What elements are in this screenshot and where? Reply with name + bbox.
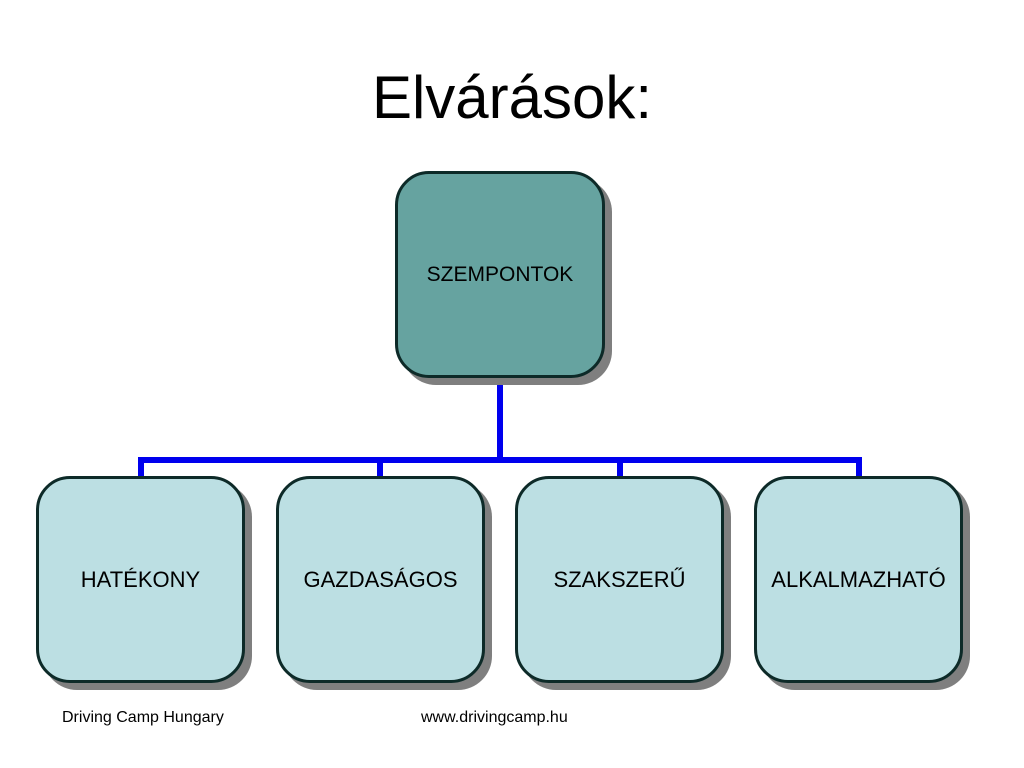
node-label: ALKALMAZHATÓ: [771, 566, 946, 592]
node-gazdasagos: GAZDASÁGOS: [276, 476, 485, 683]
node-label: HATÉKONY: [80, 566, 201, 592]
node-szakszeru: SZAKSZERŰ: [515, 476, 724, 683]
footer-website: www.drivingcamp.hu: [421, 709, 568, 726]
node-label: SZEMPONTOK: [426, 262, 574, 286]
node-alkalmazhato: ALKALMAZHATÓ: [754, 476, 963, 683]
node-label: GAZDASÁGOS: [303, 566, 458, 592]
footer-company: Driving Camp Hungary: [62, 709, 224, 726]
node-hatekony: HATÉKONY: [36, 476, 245, 683]
node-label: SZAKSZERŰ: [553, 566, 686, 592]
slide-title: Elvárások:: [371, 64, 653, 131]
node-szempontok: SZEMPONTOK: [395, 171, 605, 378]
